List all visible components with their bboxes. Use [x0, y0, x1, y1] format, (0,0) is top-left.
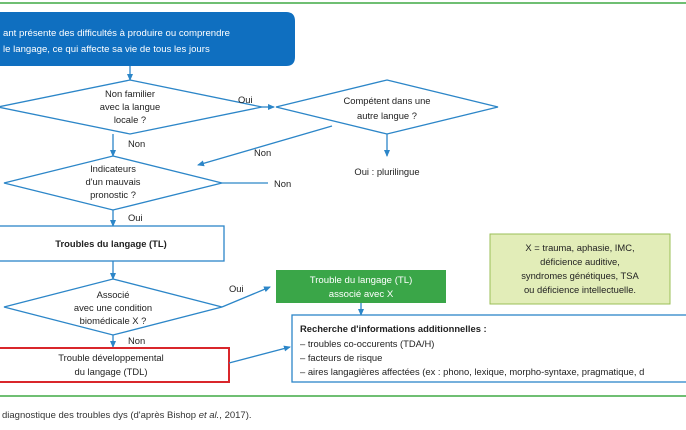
label-non-familiar: Non [128, 138, 145, 149]
arrow-tdl-to-info [228, 345, 291, 364]
box-tl-x-line2: associé avec X [329, 289, 394, 300]
note-x-box [489, 233, 671, 305]
label-non-prognosis: Non [274, 178, 291, 189]
decision-familiar [0, 79, 263, 135]
flowchart: ant présente des difficultés à produire … [0, 12, 686, 383]
decision-competent-line1: Compétent dans une [343, 95, 430, 106]
label-non-associated: Non [128, 335, 145, 346]
label-non-competent: Non [254, 147, 271, 158]
info-box-item: – aires langagières affectées (ex : phon… [300, 366, 644, 377]
decision-familiar-line3: locale ? [114, 114, 146, 125]
decision-prognosis-line2: d'un mauvais [86, 176, 141, 187]
decision-familiar-line1: Non familier [105, 88, 155, 99]
note-x-line3: syndromes génétiques, TSA [521, 270, 639, 281]
label-oui-familiar: Oui [238, 94, 253, 105]
decision-associated-line3: biomédicale X ? [80, 315, 147, 326]
start-text-line2: le langage, ce qui affecte sa vie de tou… [3, 44, 210, 55]
box-tdl-line1: Trouble développemental [58, 352, 163, 363]
info-box-title: Recherche d'informations additionnelles … [300, 323, 487, 334]
info-box-item: – facteurs de risque [300, 352, 382, 363]
top-rule [0, 2, 686, 4]
caption-italic: et al. [198, 410, 220, 421]
box-tl [0, 225, 225, 262]
figure-caption: diagnostique des troubles dys (d'après B… [2, 410, 252, 421]
bottom-rule [0, 395, 686, 397]
box-tl-x-line1: Trouble du langage (TL) [310, 275, 413, 286]
note-x-line4: ou déficience intellectuelle. [524, 284, 636, 295]
caption-text-end: , 2017). [219, 410, 252, 421]
note-x-line2: déficience auditive, [540, 256, 620, 267]
decision-associated-line1: Associé [97, 289, 130, 300]
decision-competent [275, 79, 499, 135]
info-box-item: – troubles co-occurents (TDA/H) [300, 338, 434, 349]
label-oui-associated: Oui [229, 283, 244, 294]
arrow-competent-non [197, 125, 333, 167]
info-box [291, 314, 686, 383]
decision-familiar-line2: avec la langue [100, 101, 160, 112]
box-tdl [0, 347, 230, 383]
note-x-line1: X = trauma, aphasie, IMC, [525, 242, 634, 253]
decision-prognosis-line3: pronostic ? [90, 189, 136, 200]
decision-prognosis-line1: Indicateurs [90, 163, 136, 174]
box-tl-x [276, 270, 446, 303]
box-tdl-line2: du langage (TDL) [75, 366, 148, 377]
arrow-associated-oui [221, 286, 271, 308]
start-text-line1: ant présente des difficultés à produire … [3, 28, 230, 39]
caption-text: diagnostique des troubles dys (d'après B… [2, 410, 199, 421]
label-oui-prognosis: Oui [128, 212, 143, 223]
result-plurilingue: Oui : plurilingue [354, 166, 419, 177]
decision-associated-line2: avec une condition [74, 302, 152, 313]
decision-competent-line2: autre langue ? [357, 110, 417, 121]
box-tl-text: Troubles du langage (TL) [55, 238, 166, 249]
start-box [0, 12, 295, 66]
